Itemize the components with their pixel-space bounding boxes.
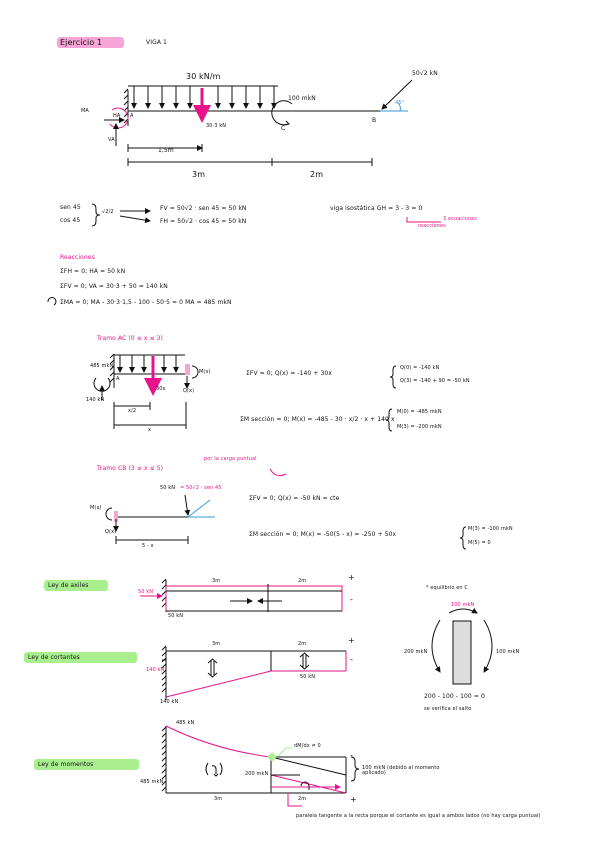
beam-label: VIGA 1 [146,39,167,46]
fv-eq: FV = 50√2 · sen 45 = 50 kN [160,205,247,212]
reaction-m-label: MA [81,108,89,114]
moment-plus: + [350,795,357,804]
axial-val: 50 kN [168,613,184,619]
tramo-ac-a: A [116,376,120,382]
shear-50-label: 50 kN [300,674,316,680]
equilibrium-eq: 200 - 100 - 100 = 0 [424,693,485,700]
tramo-cb-title: Tramo CB (3 ≤ x ≤ 5) [97,465,164,472]
axial-diagram [140,578,343,612]
point-load-label: 50√2 kN [412,70,438,77]
equilibrium-check: se verifica el salto [424,706,472,712]
shear-title: Ley de cortantes [28,654,80,661]
tramo-ac-x: x [148,427,152,433]
dim-3-label: 3m [192,170,206,179]
moment-len-3: 3m [214,796,223,802]
moment-485-top: 485 kN [176,720,195,726]
axial-plus: + [348,573,355,582]
moment-diagram [161,725,360,807]
equilibrium-title: * equilibrio en C [426,585,468,591]
moment-len-2: 2m [298,796,307,802]
tramo-ac-title: Tramo AC (0 ≤ x ≤ 3) [97,335,163,342]
tramo-cb-sketch [105,468,467,550]
shear-title-highlight [24,652,137,663]
dim-2-label: 2m [310,170,324,179]
axial-len-3: 3m [212,578,221,584]
node-a-label: A [130,113,134,119]
iso-note-2: reacciones [418,223,446,229]
moment-200: 200 mkN [245,771,269,777]
tramo-ac-m0: M(0) = -485 mkN [397,409,442,415]
axial-minus: - [350,595,353,604]
axial-len-2: 2m [298,578,307,584]
tramo-cb-m5: M(5) = 0 [468,540,491,546]
node-c-label: C [281,125,286,132]
tramo-cb-load: 50 kN [160,485,176,491]
equilibrium-top: 100 mkN [451,602,475,608]
tramo-cb-qx: Q(x) [105,529,117,535]
shear-diagram [161,645,347,700]
reaction-eq-1: ΣFH = 0; HA = 50 kN [60,268,126,275]
reactions-title: Reacciones [60,254,95,261]
moment-title-highlight [34,759,139,770]
iso-note: 3 ecuaciones [443,216,478,222]
moment-slope: dM/dx ≠ 0 [294,743,321,749]
dim-15-label: 1,5m [158,147,174,154]
moment-parallel-note: paralela tangente a la recta porque el c… [296,813,541,819]
tramo-ac-m-left: 485 mkN [90,363,114,369]
tramo-ac-half: x/2 [128,408,137,414]
reaction-v-label: VA [108,137,115,143]
shear-plus: + [348,636,355,645]
dist-load-label: 30 kN/m [186,72,221,81]
angle-label: 45° [395,100,405,106]
tramo-ac-v-left: 140 kN [86,397,105,403]
tramo-cb-mx: M(x) [90,505,102,511]
reaction-h-label: HA [113,113,121,119]
moment-485-left: 485 mkN [140,779,164,785]
equilibrium-left: 200 mkN [404,649,428,655]
equilibrium-sketch [431,607,493,685]
shear-len-3: 3m [212,641,221,647]
resultant-label: 30·3 kN [206,123,227,129]
tramo-ac-load: 30x [156,386,166,392]
tramo-ac-mx: M(x) [199,369,211,375]
shear-minus: - [350,655,353,664]
reaction-eq-2: ΣFV = 0; VA = 30·3 + 50 = 140 kN [60,283,168,290]
tramo-cb-m3: M(3) = -100 mkN [468,526,513,532]
exercise-title: Ejercicio 1 [60,38,103,47]
tramo-ac-fv-eq: ΣFV = 0; Q(x) = -140 + 30x [246,370,332,377]
tramo-cb-m-eq: ΣM sección = 0; M(x) = -50(5 - x) = -250… [249,531,397,538]
moment-100: 100 mkN (debido al momento aplicado) [362,765,440,776]
tramo-cb-note: por la carga puntual [204,456,257,462]
tramo-ac-m3: M(3) = -200 mkN [397,424,442,430]
title-highlight [57,37,124,48]
shear-140-label: 140 kN [146,667,165,673]
shear-140b-label: 140 kN [160,699,179,705]
fh-eq: FH = 50√2 · cos 45 = 50 kN [160,218,247,225]
sin-label: sen 45 [60,204,81,211]
shear-len-2: 2m [298,641,307,647]
axial-arrow-val: 50 kN [138,589,154,595]
reaction-eq-3: ΣMA = 0; MA - 30·3·1,5 - 100 - 50·5 = 0 … [60,299,232,306]
equilibrium-right: 100 mkN [496,649,520,655]
main-beam [104,79,413,166]
isostatic-eq: viga isostática GH = 3 - 3 = 0 [330,205,423,212]
moment-title: Ley de momentos [38,761,94,768]
tramo-cb-load-eq: = 50√2 · sen 45 [180,485,222,491]
tramo-cb-dim: 5 - x [142,543,154,549]
tramo-ac-q3: Q(3) = -140 + 90 = -50 kN [400,378,470,384]
tramo-ac-m-eq: ΣM sección = 0; M(x) = -485 - 30 · x/2 ·… [240,416,395,423]
axial-title: Ley de axiles [48,582,89,589]
moment-label: 100 mkN [288,95,316,102]
tramo-cb-fv-eq: ΣFV = 0; Q(x) = -50 kN = cte [249,495,340,502]
cos-label: cos 45 [60,217,81,224]
node-b-label: B [372,117,377,124]
moment-minus: - [350,751,353,760]
tramo-ac-sketch [93,353,397,432]
axial-title-highlight [44,580,108,591]
tramo-ac-q0: Q(0) = -140 kN [400,365,440,371]
tramo-ac-qx: Q(x) [183,388,195,394]
root-label: √2/2 [102,209,114,215]
